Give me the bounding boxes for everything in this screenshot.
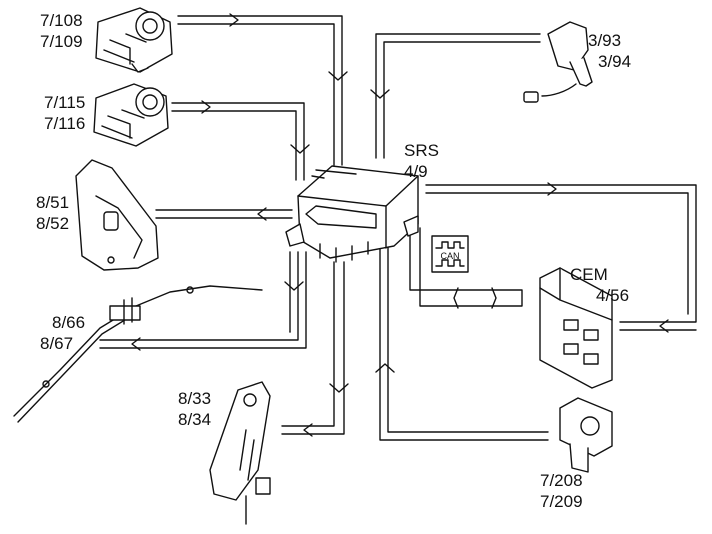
link-8-33: [281, 261, 349, 437]
code: 7/208: [540, 471, 583, 490]
side-impact-sensor-icon: [559, 397, 613, 473]
cem-code: 4/56: [596, 286, 630, 305]
label-7-108: 7/108 7/109: [40, 10, 83, 52]
link-8-66: [99, 251, 307, 351]
inflatable-curtain-icon: [13, 285, 263, 423]
can-bus-label: CAN: [440, 251, 459, 261]
code: 8/34: [178, 410, 212, 429]
link-7-108: [177, 13, 348, 166]
link-can: [409, 227, 523, 309]
code: 8/51: [36, 193, 70, 212]
link-3-93: [370, 33, 541, 159]
srs-module: [285, 165, 419, 263]
can-bus-icon: [431, 235, 469, 273]
label-3-93: 3/93 3/94: [588, 30, 631, 72]
code: 7/209: [540, 492, 583, 511]
code: 7/116: [44, 114, 86, 133]
label-8-33: 8/33 8/34: [178, 388, 211, 430]
code: 8/66: [52, 313, 86, 332]
label-7-115: 7/115 7/116: [44, 92, 85, 134]
link-7-115: [171, 100, 310, 181]
link-7-208: [375, 229, 549, 441]
crash-sensor-upper-icon: [95, 7, 173, 73]
srs-code: 4/9: [404, 162, 428, 181]
side-airbag-icon: [75, 159, 159, 271]
cem-name: CEM: [570, 265, 608, 284]
label-cem: CEM 4/56: [570, 264, 629, 306]
label-7-208: 7/208 7/209: [540, 470, 583, 512]
link-cem: [425, 182, 697, 333]
label-srs: SRS 4/9: [404, 140, 439, 182]
label-8-66: 8/66 8/67: [40, 312, 85, 354]
code: 3/93: [588, 31, 622, 50]
seatbelt-buckle-icon: [523, 21, 593, 103]
code: 8/52: [36, 214, 70, 233]
code: 7/109: [40, 32, 83, 51]
link-8-51: [155, 207, 293, 221]
srs-name: SRS: [404, 141, 439, 160]
code: 8/67: [40, 334, 74, 353]
label-8-51: 8/51 8/52: [36, 192, 69, 234]
code: 8/33: [178, 389, 212, 408]
seatbelt-pretensioner-icon: [209, 381, 271, 525]
code: 7/115: [44, 93, 86, 112]
cem-module-icon: [539, 267, 613, 389]
code: 7/108: [40, 11, 83, 30]
code: 3/94: [598, 52, 632, 71]
crash-sensor-lower-icon: [93, 83, 169, 147]
